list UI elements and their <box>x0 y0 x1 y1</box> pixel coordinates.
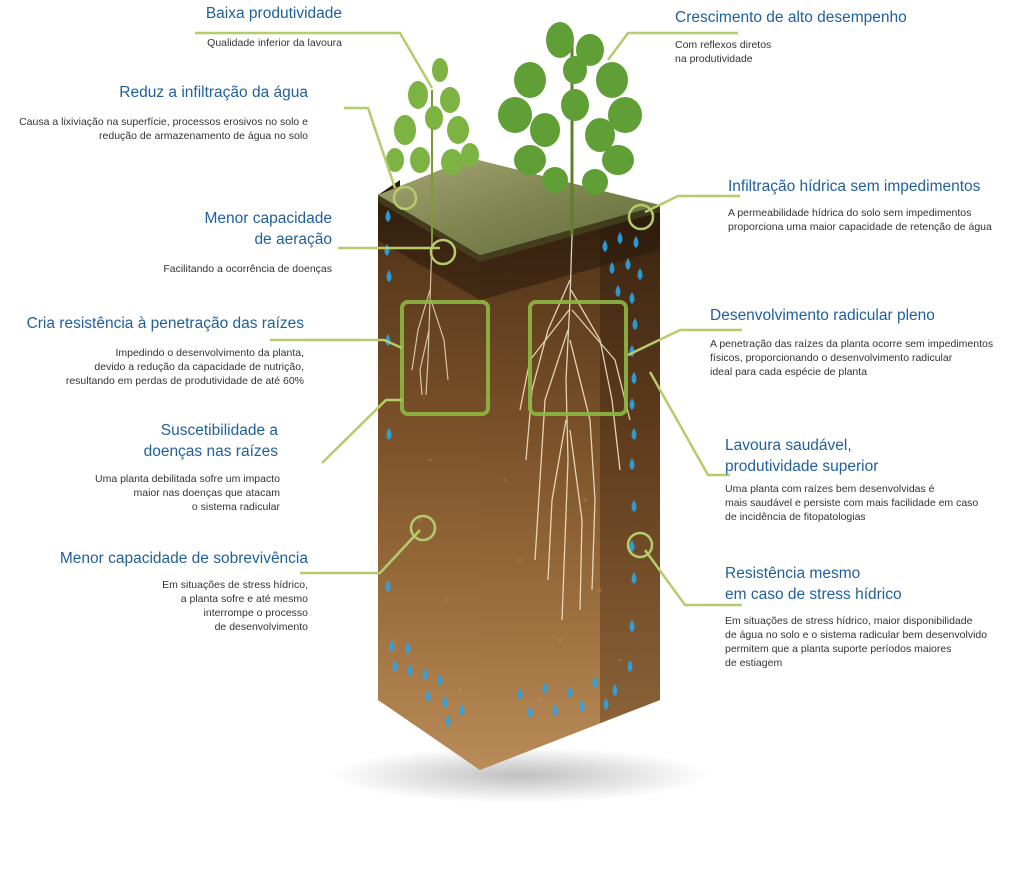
callout-desc-baixa-produtividade: Qualidade inferior da lavoura <box>207 37 342 49</box>
healthy-roots <box>519 234 631 621</box>
grass-rim <box>378 195 660 262</box>
callout-title-desenvolvimento-radicular: Desenvolvimento radicular pleno <box>710 307 935 324</box>
callout-title-suscetibilidade-doencas: Suscetibilidade a doenças nas raízes <box>143 422 278 460</box>
callout-title-menor-aeracao: Menor capacidade de aeração <box>204 210 332 248</box>
compacted-root-zone-frame <box>400 300 490 416</box>
grass-top <box>378 158 660 255</box>
callout-desc-reduz-infiltracao: Causa a lixiviação na superfície, proces… <box>19 116 308 142</box>
callout-lines <box>195 31 742 607</box>
callout-desc-resistencia-stress: Em situações de stress hídrico, maior di… <box>725 615 988 669</box>
callout-desc-resistencia-penetracao: Impedindo o desenvolvimento da planta, d… <box>65 347 304 387</box>
callout-title-menor-sobrevivencia: Menor capacidade de sobrevivência <box>59 550 308 567</box>
callout-desc-lavoura-saudavel: Uma planta com raízes bem desenvolvidas … <box>725 483 979 523</box>
soil-texture <box>393 458 622 702</box>
callout-desc-menor-aeracao: Facilitando a ocorrência de doenças <box>163 263 332 275</box>
callout-title-lavoura-saudavel: Lavoura saudável, produtividade superior <box>725 437 879 475</box>
callout-desc-infiltracao-hidrica: A permeabilidade hídrica do solo sem imp… <box>728 207 992 233</box>
callout-rings <box>392 185 655 559</box>
callout-desc-menor-sobrevivencia: Em situações de stress hídrico, a planta… <box>162 579 308 633</box>
callout-title-reduz-infiltracao: Reduz a infiltração da água <box>119 84 308 101</box>
callout-title-resistencia-penetracao: Cria resistência à penetração das raízes <box>26 315 304 332</box>
ground-shadow <box>330 747 710 803</box>
callout-desc-suscetibilidade-doencas: Uma planta debilitada sofre um impacto m… <box>94 473 280 513</box>
healthy-plant <box>498 22 642 235</box>
callout-desc-desenvolvimento-radicular: A penetração das raízes da planta ocorre… <box>710 338 994 378</box>
water-drops <box>384 210 643 727</box>
callout-desc-crescimento-alto-desempenho: Com reflexos diretos na produtividade <box>675 39 772 65</box>
topsoil-band-right <box>480 205 660 300</box>
healthy-root-zone-frame <box>528 300 628 416</box>
callout-title-baixa-produtividade: Baixa produtividade <box>205 5 342 22</box>
callout-title-infiltracao-hidrica: Infiltração hídrica sem impedimentos <box>728 178 981 195</box>
callout-title-crescimento-alto-desempenho: Crescimento de alto desempenho <box>675 9 907 26</box>
poor-plant <box>386 58 479 240</box>
callout-title-resistencia-stress: Resistência mesmo em caso de stress hídr… <box>725 565 902 603</box>
